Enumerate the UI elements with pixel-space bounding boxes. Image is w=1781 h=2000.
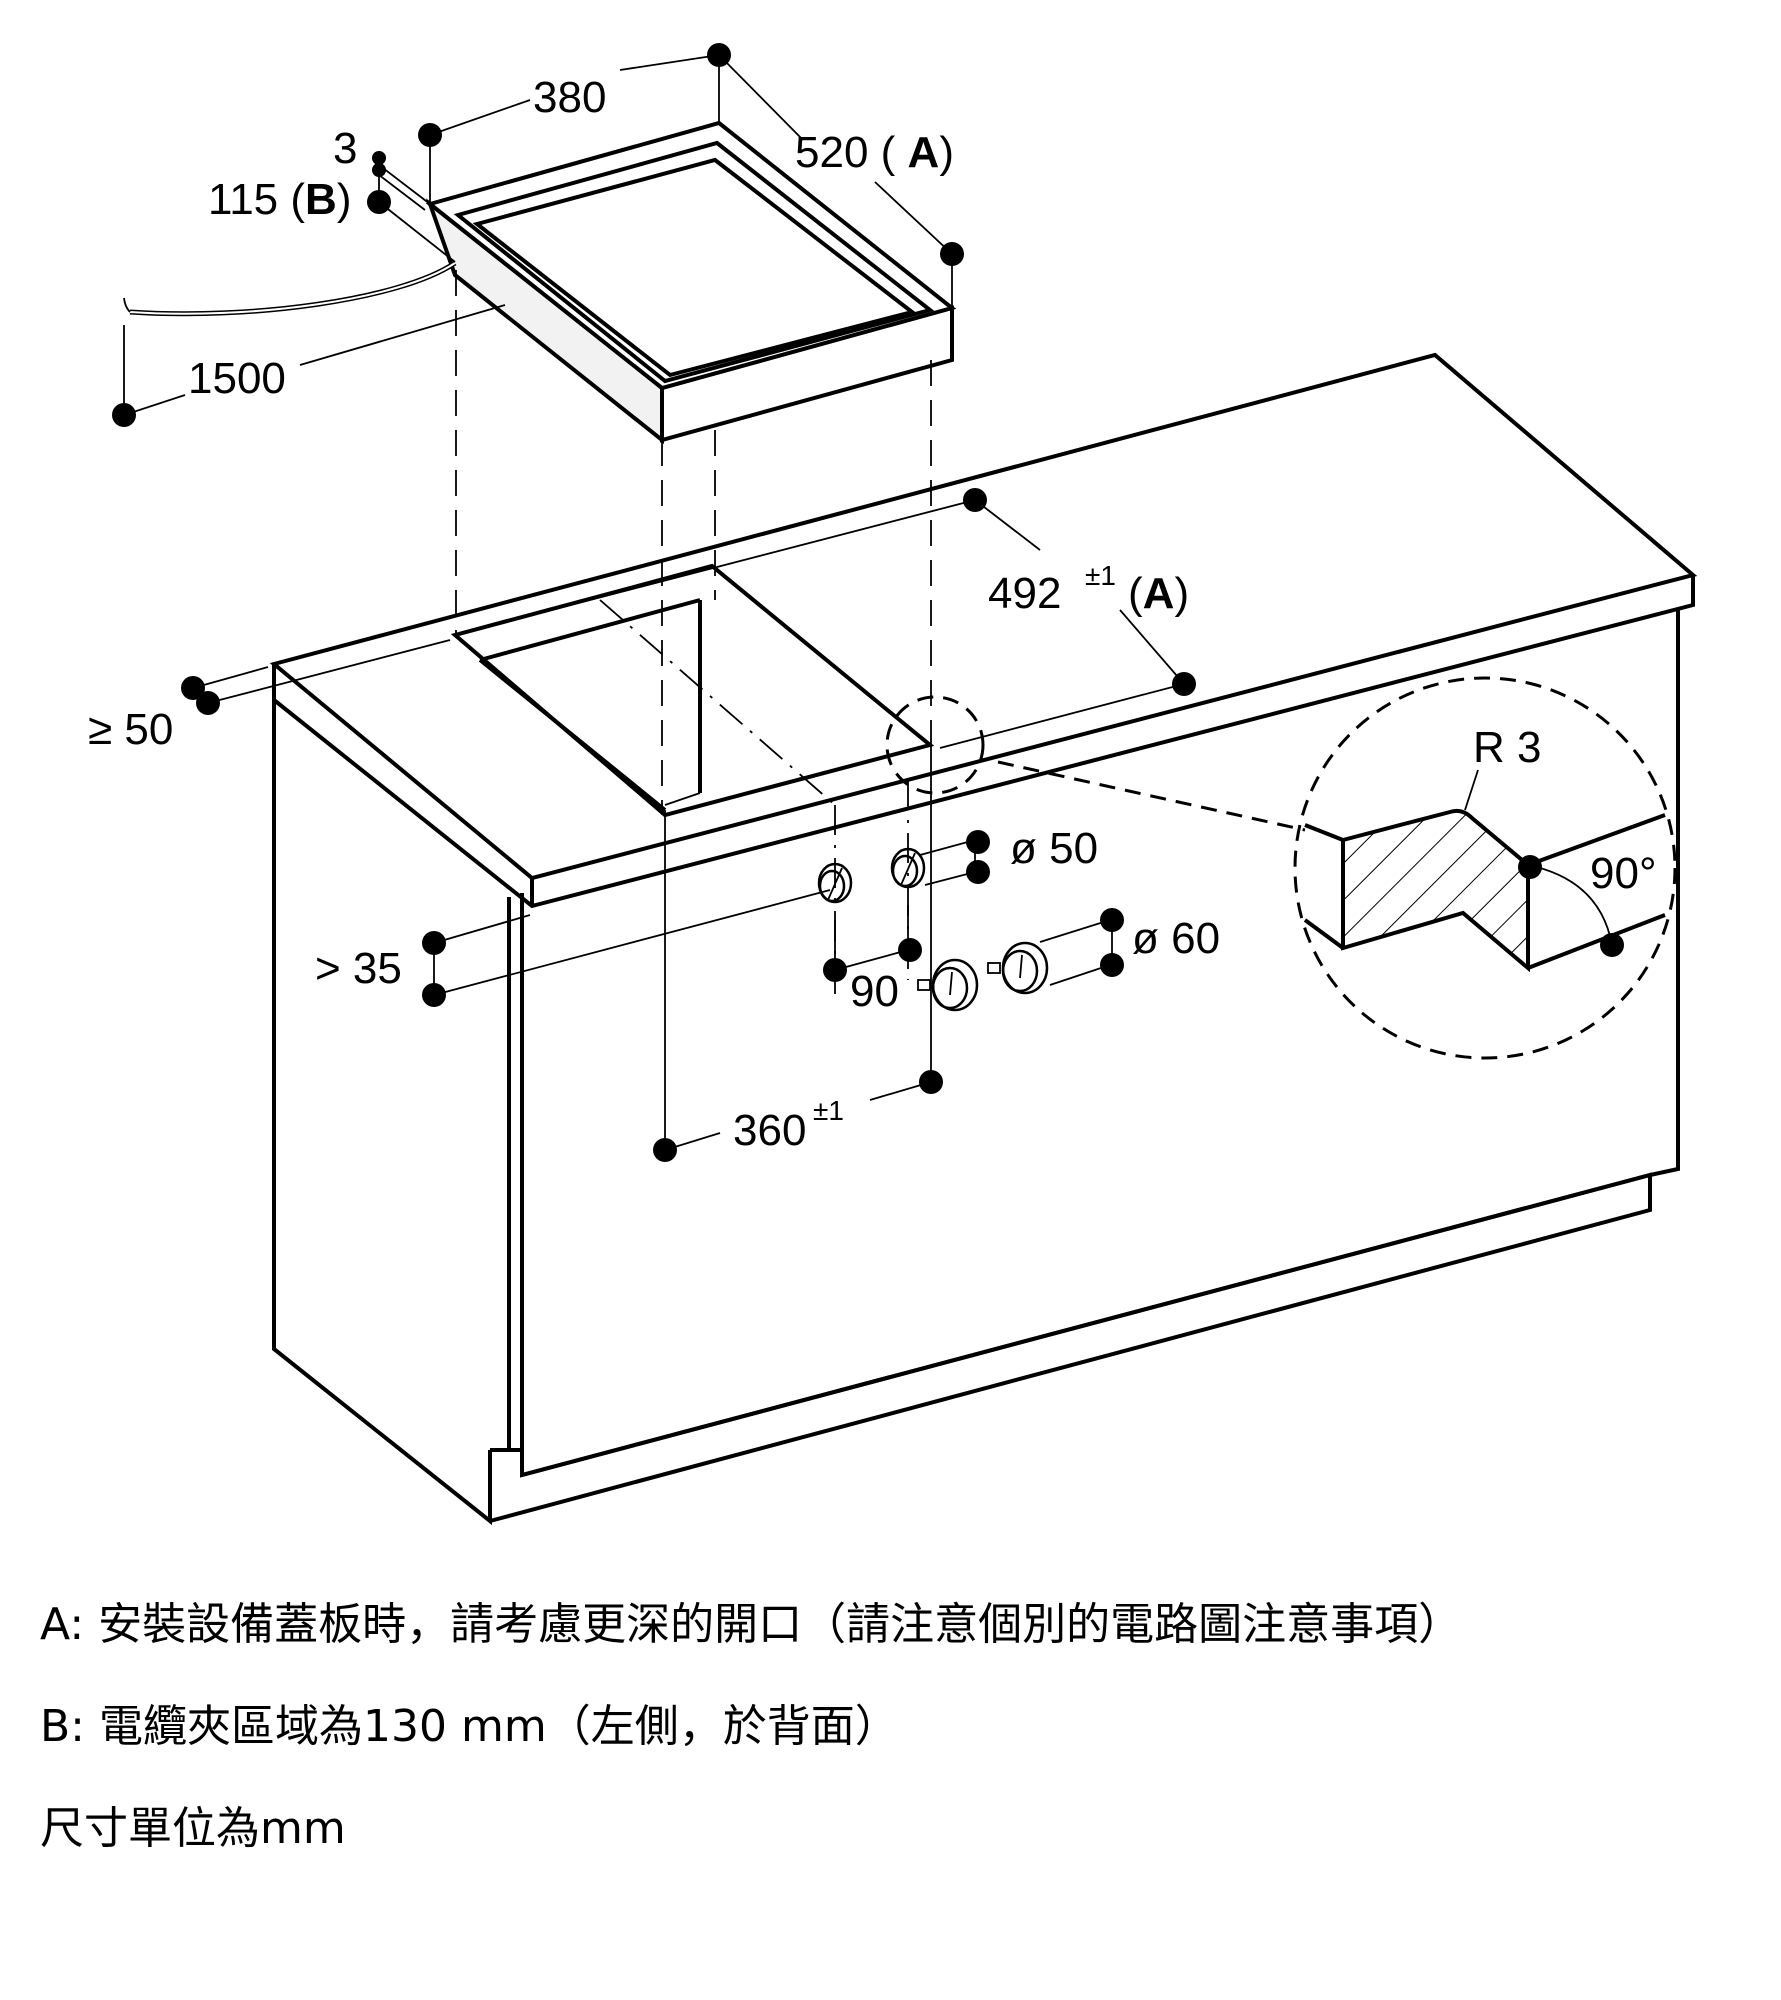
dim-cutout-depth: 492 ±1 (A)	[454, 488, 1196, 749]
dim-point	[181, 676, 205, 700]
label-cutout-width-tolerance: ±1	[813, 1095, 844, 1126]
dim-hob-frame: 3	[333, 124, 431, 211]
notes: A: 安裝設備蓋板時，請考慮更深的開口（請注意個別的電路圖注意事項） B: 電纜…	[40, 1595, 1462, 1901]
label-hob-frame: 3	[333, 124, 357, 173]
dim-point	[966, 860, 990, 884]
dim-point	[1600, 933, 1624, 957]
label-cutout-depth: 492	[988, 569, 1061, 618]
label-hole-spacing: 90	[850, 967, 899, 1016]
dim-front-clearance: > 35	[315, 889, 831, 1007]
dim-cutout-width: 360 ±1	[653, 1070, 943, 1162]
dim-point	[823, 958, 847, 982]
label-front-clearance: > 35	[315, 944, 402, 993]
dim-point	[1172, 672, 1196, 696]
dim-point	[422, 931, 446, 955]
label-cutout-width: 360	[733, 1106, 806, 1155]
dim-point	[966, 830, 990, 854]
label-hob-depth: 520 ( A)	[795, 128, 954, 177]
label-hole-small-diameter: ø 50	[1010, 824, 1098, 873]
note-a-key: A:	[40, 1599, 85, 1650]
dim-point	[372, 163, 386, 177]
note-units-text: 尺寸單位為mm	[40, 1803, 346, 1854]
dim-point	[653, 1138, 677, 1162]
countertop-top	[269, 352, 1698, 881]
cabinet-bottom-edge	[521, 1173, 1651, 1477]
cabinet-plinth	[489, 1172, 1652, 1523]
cutout-inner-left	[478, 658, 667, 812]
dim-point	[367, 190, 391, 214]
note-a-text: 安裝設備蓋板時，請考慮更深的開口（請注意個別的電路圖注意事項）	[98, 1599, 1463, 1650]
dim-point	[1100, 953, 1124, 977]
label-cable-length: 1500	[188, 354, 286, 403]
label-hole-large-diameter: ø 60	[1132, 914, 1220, 963]
hob-glass	[472, 157, 917, 378]
note-b-key: B:	[40, 1701, 86, 1752]
label-cutout-depth-tolerance: ±1	[1085, 560, 1116, 591]
ventilation-holes	[817, 847, 1049, 1012]
hob-frame-inner	[453, 140, 935, 384]
dim-point	[898, 938, 922, 962]
vent-hole-large-2	[987, 941, 1049, 995]
dim-edge-distance: ≥ 50	[88, 639, 451, 754]
note-b-text: 電纜夾區域為130 mm（左側，於背面）	[99, 1701, 899, 1752]
dim-hole-large-diameter: ø 60	[1039, 908, 1220, 986]
countertop	[269, 352, 1698, 909]
dim-point	[940, 242, 964, 266]
vent-hole-large-1	[917, 958, 979, 1012]
dim-hob-depth: 520 ( A)	[718, 54, 964, 308]
dim-point	[372, 151, 386, 165]
label-hob-height: 115 (B)	[208, 175, 351, 224]
label-cutout-depth-note: (A)	[1128, 569, 1189, 618]
detail-section-hatched	[1341, 808, 1530, 973]
dim-point	[422, 983, 446, 1007]
label-detail-angle: 90°	[1590, 849, 1657, 898]
note-a: A: 安裝設備蓋板時，請考慮更深的開口（請注意個別的電路圖注意事項）	[40, 1595, 1462, 1697]
cutout-inner-back	[479, 598, 701, 662]
dim-hole-spacing: 90	[823, 905, 922, 1016]
dim-point	[1100, 908, 1124, 932]
cabinet-right-side	[1649, 610, 1680, 1177]
detail-circle	[1293, 676, 1677, 1060]
dim-point	[418, 123, 442, 147]
vent-hole-small-1	[817, 862, 853, 904]
hob	[123, 120, 957, 445]
note-b: B: 電纜夾區域為130 mm（左側，於背面）	[40, 1697, 1462, 1799]
note-units: 尺寸單位為mm	[40, 1799, 1462, 1901]
label-hob-width: 380	[533, 73, 606, 122]
dim-hole-small-diameter: ø 50	[919, 824, 1098, 886]
dim-point	[196, 691, 220, 715]
cabinet	[272, 610, 1680, 1526]
detail-callout: R 3 90°	[885, 676, 1677, 1060]
dim-point	[112, 403, 136, 427]
dim-point	[919, 1070, 943, 1094]
cabinet-left-side	[272, 700, 492, 1526]
vent-hole-small-2	[890, 847, 926, 889]
dim-point	[1518, 855, 1542, 879]
label-detail-radius: R 3	[1473, 723, 1541, 772]
dim-cable-length: 1500	[112, 304, 506, 427]
label-edge-distance: ≥ 50	[88, 705, 173, 754]
dim-hob-height: 115 (B)	[208, 175, 456, 263]
detail-marker	[885, 695, 985, 795]
dim-point	[963, 488, 987, 512]
